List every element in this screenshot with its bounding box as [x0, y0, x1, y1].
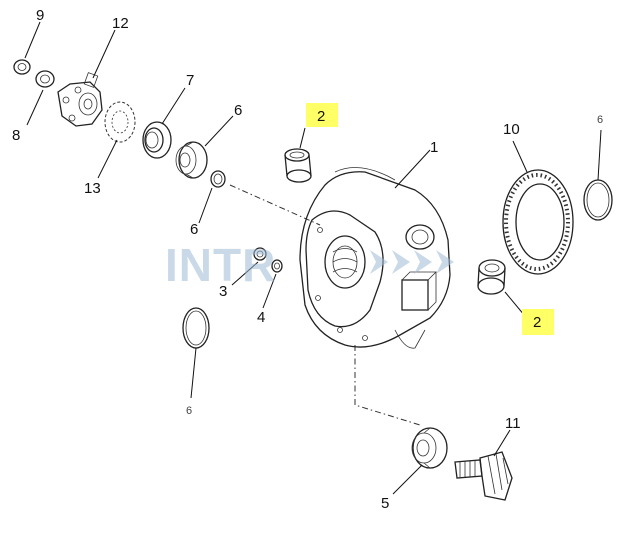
label-part-4: 4 — [257, 309, 265, 326]
part-3-o-ring — [253, 247, 267, 261]
label-part-1: 1 — [430, 139, 438, 156]
label-part-7: 6 — [190, 221, 198, 238]
part-13-pinion — [454, 451, 513, 501]
highlight-box-upper — [306, 103, 338, 127]
part-10-washer — [35, 70, 55, 88]
part-1-housing — [299, 167, 451, 349]
label-part-2-upper: 2 — [317, 108, 325, 125]
label-part-14: 12 — [112, 15, 129, 32]
watermark-text: INTR — [165, 239, 276, 291]
centerline-lower — [354, 345, 421, 426]
part-6-o-ring-right — [583, 179, 613, 221]
part-14-flange-yoke — [57, 72, 103, 127]
part-12-ring-gear — [502, 169, 574, 275]
label-part-6-right: 6 — [597, 114, 603, 126]
part-5-bearing — [411, 427, 448, 469]
part-4-o-ring — [271, 259, 283, 273]
label-part-10: 8 — [12, 127, 20, 144]
part-6-o-ring-left — [182, 307, 210, 349]
part-8-bearing — [175, 141, 208, 179]
leader-lines — [24, 21, 602, 495]
label-part-8: 6 — [234, 102, 242, 119]
part-11-nut — [13, 59, 31, 75]
label-part-15: 13 — [84, 180, 101, 197]
label-part-5: 5 — [381, 495, 389, 512]
part-2-bushing-lower — [477, 259, 506, 295]
label-part-2-lower: 2 — [533, 314, 541, 331]
part-2-bushing-upper — [284, 148, 312, 183]
label-part-13: 11 — [505, 415, 521, 432]
part-9-oil-seal — [142, 121, 172, 159]
watermark-arrows — [370, 250, 454, 274]
label-part-3: 3 — [219, 283, 227, 300]
label-part-9: 7 — [186, 72, 194, 89]
part-7-ring — [210, 170, 226, 188]
highlight-box-lower — [522, 309, 554, 335]
label-part-11: 9 — [36, 7, 44, 24]
part-15-dust-shield — [104, 101, 136, 143]
part-labels: 9 8 12 13 7 6 6 1 2 3 4 10 6 6 2 5 11 — [12, 7, 603, 512]
label-part-12: 10 — [503, 121, 520, 138]
label-part-6-left: 6 — [186, 405, 192, 417]
centerline-upper — [229, 184, 321, 226]
